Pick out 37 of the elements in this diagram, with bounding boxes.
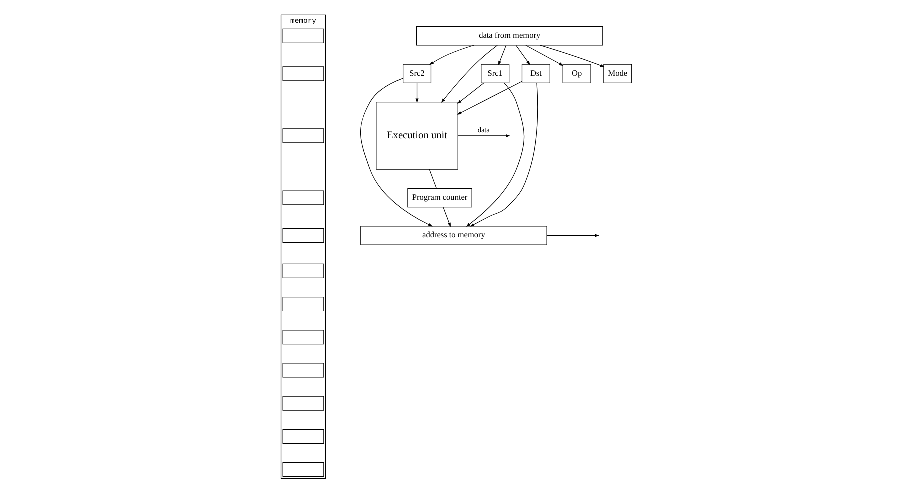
node-box [282,296,324,312]
node-box: Execution unit [376,102,458,170]
node-box: Src2 [402,64,432,84]
node-box [282,228,324,243]
arrow [498,44,506,65]
node-box [282,263,324,278]
node-box [282,190,324,205]
node-box: Program counter [407,188,472,208]
arrow [525,44,564,66]
arrow [539,44,604,67]
arrow [442,206,450,227]
node-box: Dst [521,64,550,84]
node-box [282,28,324,43]
node-box [282,330,324,344]
arrow [546,234,599,237]
node-box: address to memory [360,226,547,245]
arrow [360,78,432,226]
arrow [440,44,498,103]
node-box [282,462,324,477]
arrow [466,82,524,226]
node-box [282,428,324,444]
node-box: Src1 [480,64,510,84]
arrow [457,134,510,137]
node-box [282,362,324,378]
node-box [282,66,324,81]
arrow [457,82,484,104]
arrow [429,44,474,65]
node-box: data from memory [416,26,603,46]
connector [428,168,437,188]
node-box [282,396,324,410]
node-box [282,128,324,143]
arrow [515,44,530,65]
arrow [456,80,522,114]
node-box: Op [562,64,591,84]
node-box: Mode [603,64,632,84]
arrow [470,82,538,226]
arrow [415,82,418,103]
